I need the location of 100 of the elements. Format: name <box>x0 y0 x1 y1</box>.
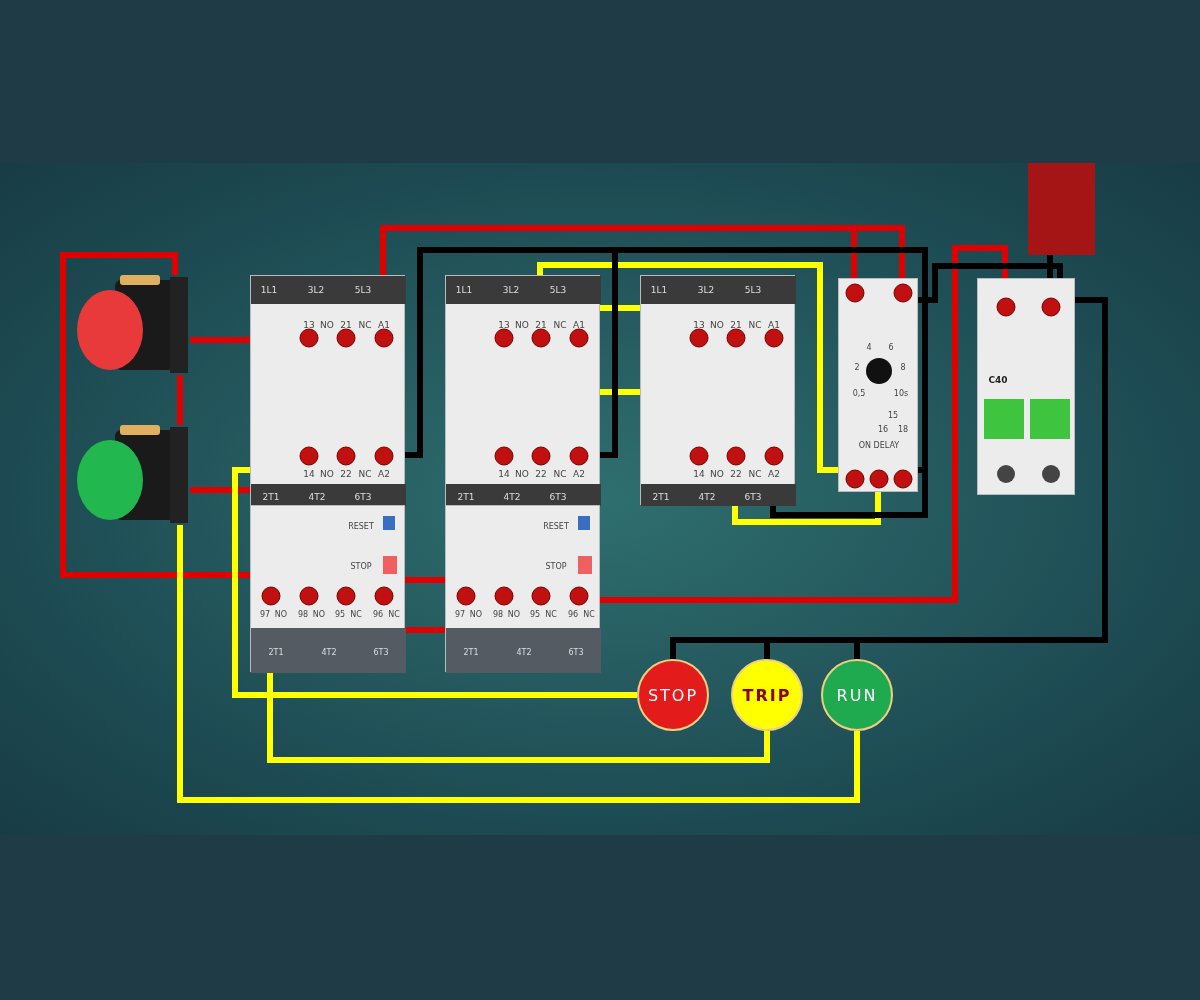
terminal-label: 22 <box>730 469 742 479</box>
terminal-label: NC <box>748 320 762 330</box>
wire <box>267 672 770 763</box>
terminal-label: 1L1 <box>455 285 473 295</box>
terminal-label: 5L3 <box>744 285 762 295</box>
terminal-label: 22 <box>340 469 352 479</box>
terminal-label: NO <box>469 610 483 620</box>
wire <box>232 467 637 698</box>
terminal-label: 4T2 <box>321 648 337 658</box>
terminal-label: 96 <box>372 610 384 620</box>
terminal-label: 6T3 <box>744 492 762 502</box>
terminal-label: A1 <box>378 320 390 330</box>
terminal-label: RESET <box>348 522 374 532</box>
terminal-label: NC <box>545 610 557 620</box>
terminal-label: 6T3 <box>568 648 584 658</box>
terminal-label: NC <box>358 469 372 479</box>
overload-relay <box>445 505 600 672</box>
terminal-label: NO <box>515 469 529 479</box>
terminal-label: NO <box>515 320 529 330</box>
terminal-label: NO <box>320 469 334 479</box>
terminal-label: 2T1 <box>652 492 670 502</box>
terminal-label: 4T2 <box>503 492 521 502</box>
terminal-label: 1L1 <box>650 285 668 295</box>
terminal-label: 4 <box>866 343 872 353</box>
terminal-label: 6T3 <box>354 492 372 502</box>
terminal-label: NC <box>553 469 567 479</box>
terminal-label: NC <box>748 469 762 479</box>
terminal-label: 21 <box>730 320 742 330</box>
lamp-label: TRIP <box>742 685 792 705</box>
terminal-label: A2 <box>573 469 585 479</box>
terminal-label: 2T1 <box>268 648 284 658</box>
terminal-label: NC <box>350 610 362 620</box>
terminal-label: 4T2 <box>698 492 716 502</box>
terminal-label: 3L2 <box>697 285 715 295</box>
terminal-label: 98 <box>492 610 504 620</box>
terminal-label: 98 <box>297 610 309 620</box>
wire <box>732 492 881 525</box>
terminal-label: 14 <box>303 469 315 479</box>
terminal-label: 21 <box>535 320 547 330</box>
wire <box>918 263 1063 303</box>
terminal-label: 97 <box>454 610 466 620</box>
terminal-label: STOP <box>350 562 372 572</box>
lamp-label: STOP <box>647 685 699 705</box>
wire <box>600 389 640 395</box>
terminal-label: 22 <box>535 469 547 479</box>
terminal-label: 14 <box>693 469 705 479</box>
wire <box>770 467 928 518</box>
terminal-label: NC <box>583 610 595 620</box>
terminal-label: NC <box>358 320 372 330</box>
terminal-label: 3L2 <box>502 285 520 295</box>
terminal-label: 6T3 <box>373 648 389 658</box>
terminal-label: 13 <box>303 320 315 330</box>
terminal-label: NC <box>553 320 567 330</box>
terminal-label: ON DELAY <box>858 441 900 451</box>
terminal-label: 18 <box>897 425 909 435</box>
terminal-label: 95 <box>334 610 346 620</box>
terminal-label: NO <box>507 610 521 620</box>
terminal-label: 2T1 <box>262 492 280 502</box>
terminal-label: 5L3 <box>549 285 567 295</box>
terminal-label: 96 <box>567 610 579 620</box>
terminal-label: A1 <box>768 320 780 330</box>
power-supply-block <box>1028 163 1095 255</box>
circuit-breaker <box>977 278 1075 495</box>
terminal-label: 4T2 <box>516 648 532 658</box>
terminal-label: A1 <box>573 320 585 330</box>
contactor <box>445 275 600 505</box>
terminal-label: NO <box>274 610 288 620</box>
terminal-label: 97 <box>259 610 271 620</box>
terminal-label: 13 <box>498 320 510 330</box>
terminal-label: 16 <box>877 425 889 435</box>
terminal-label: 2T1 <box>457 492 475 502</box>
terminal-label: NO <box>312 610 326 620</box>
terminal-label: RESET <box>543 522 569 532</box>
wire <box>177 525 860 803</box>
wire <box>60 252 250 578</box>
wire <box>190 487 250 493</box>
wire <box>537 262 838 473</box>
terminal-label: NO <box>710 469 724 479</box>
terminal-label: A2 <box>768 469 780 479</box>
terminal-label: 2 <box>854 363 860 373</box>
terminal-label: 5L3 <box>354 285 372 295</box>
terminal-label: 10s <box>893 389 909 399</box>
terminal-label: 8 <box>900 363 906 373</box>
terminal-label: 6T3 <box>549 492 567 502</box>
terminal-label: STOP <box>545 562 567 572</box>
wire <box>600 305 640 311</box>
wire <box>190 337 250 343</box>
lamp-label: RUN <box>836 685 878 705</box>
overload-relay <box>250 505 405 672</box>
terminal-label: 1L1 <box>260 285 278 295</box>
terminal-label: 4T2 <box>308 492 326 502</box>
terminal-label: 95 <box>529 610 541 620</box>
timer-relay <box>838 278 918 492</box>
contactor <box>250 275 405 505</box>
wire <box>854 297 1108 659</box>
terminal-label: 14 <box>498 469 510 479</box>
terminal-label: 13 <box>693 320 705 330</box>
terminal-label: 3L2 <box>307 285 325 295</box>
contactor <box>640 275 795 505</box>
terminal-label: 0,5 <box>852 389 866 399</box>
